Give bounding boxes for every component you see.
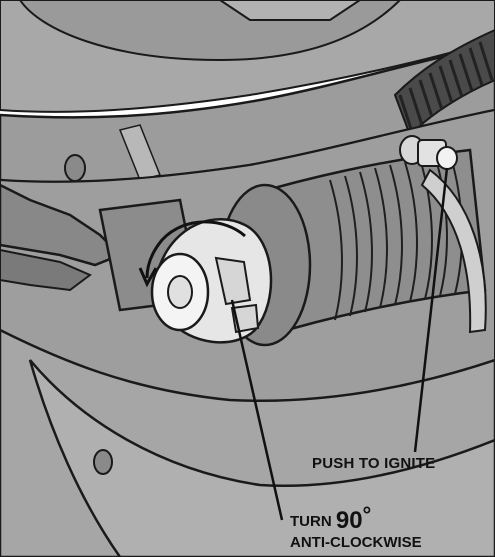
turn-label: TURN 90° <box>290 502 372 534</box>
left-bracket <box>0 183 123 267</box>
leader-line-igniter <box>413 167 449 453</box>
handle-highlight <box>118 124 162 181</box>
turn-direction-label: ANTI-CLOCKWISE <box>290 534 422 551</box>
gas-hose-upper <box>393 28 495 137</box>
bracket-hole <box>64 154 86 182</box>
turn-prefix: TURN <box>290 513 332 530</box>
push-to-ignite-label: PUSH TO IGNITE <box>312 455 436 472</box>
base-front <box>28 359 495 557</box>
control-knob[interactable] <box>150 218 273 344</box>
left-bracket-lower <box>0 248 92 292</box>
leader-line-knob <box>230 299 284 521</box>
rotation-arrow-icon <box>138 220 247 288</box>
degree-symbol: ° <box>362 502 372 527</box>
turn-angle: 90 <box>335 507 363 534</box>
base-hole <box>93 449 113 475</box>
igniter-hose <box>420 168 487 334</box>
lid-cap <box>218 0 362 21</box>
